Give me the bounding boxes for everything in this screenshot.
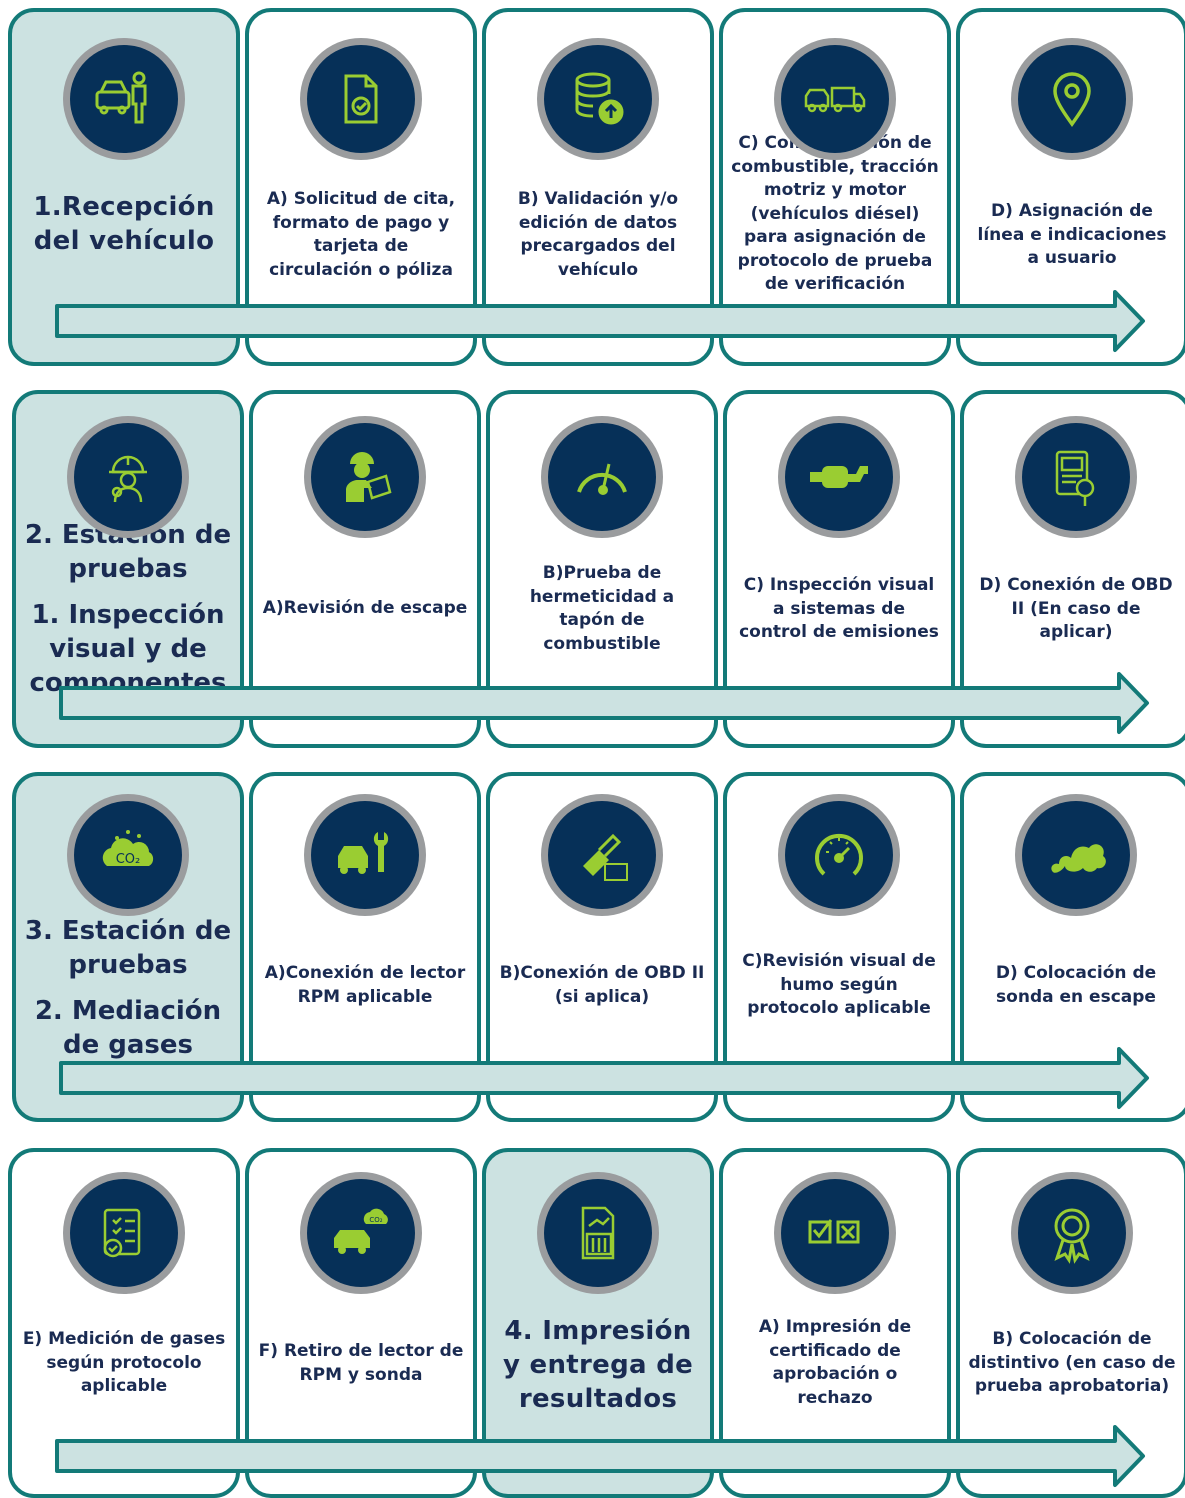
card-text: D) Asignación de línea e indicaciones a … [977,201,1167,268]
car-wrench-icon-wrap [304,794,426,916]
vehicles-icon-wrap [774,38,896,160]
scanner-icon [1055,450,1095,506]
card-certificado: A) Impresión de certificado de aprobació… [719,1148,951,1498]
gauge-icon [577,463,627,495]
report-chart-icon [581,1206,615,1260]
card-title: 1.Recepción del vehículo [33,192,215,256]
card-validacion-datos: B) Validación y/o edición de datos preca… [482,8,714,366]
card-text: A) Impresión de certificado de aprobació… [758,1317,912,1408]
location-pin-icon-wrap [1011,38,1133,160]
speedometer-icon [815,833,863,876]
report-chart-icon-wrap [537,1172,659,1294]
card-text: B)Conexión de OBD II (si aplica) [499,963,705,1007]
document-check-icon [344,74,378,124]
car-co2-icon-wrap: CO₂ [300,1172,422,1294]
database-upload-icon [575,72,624,125]
card-text: A) Solicitud de cita, formato de pago y … [266,189,456,280]
card-impresion-resultados: 4. Impresión y entrega de resultados [482,1148,714,1498]
inspector-icon-wrap [304,416,426,538]
fuel-nozzle-icon-wrap [541,794,663,916]
card-comprobacion: C) Comprobación de combustible, tracción… [719,8,951,366]
card-solicitud-cita: A) Solicitud de cita, formato de pago y … [245,8,477,366]
card-estacion-pruebas-1: 2. Estación de pruebas 1. Inspección vis… [12,390,244,748]
card-estacion-pruebas-2: CO₂ 3. Estación de pruebas 2. Mediación … [12,772,244,1122]
card-obd-si-aplica: B)Conexión de OBD II (si aplica) [486,772,718,1122]
co2-cloud-icon-wrap: CO₂ [67,794,189,916]
gauge-icon-wrap [541,416,663,538]
check-x-boxes-icon-wrap [774,1172,896,1294]
person-car-icon [95,71,147,124]
card-text: C) Inspección visual a sistemas de contr… [739,575,939,642]
card-recepcion: 1.Recepción del vehículo [8,8,240,366]
fuel-nozzle-icon [583,833,628,881]
check-x-boxes-icon [808,1219,860,1244]
smoke-icon-wrap [1015,794,1137,916]
card-text: E) Medición de gases según protocolo apl… [22,1329,226,1396]
card-text: A)Conexión de lector RPM aplicable [264,963,466,1007]
card-text: B) Validación y/o edición de datos preca… [517,189,679,280]
vehicles-icon [804,86,866,113]
card-subtitle: 2. Mediación de gases [34,996,222,1060]
card-text: F) Retiro de lector de RPM y sonda [258,1341,464,1385]
smoke-icon [1051,844,1106,873]
card-conexion-obd: D) Conexión de OBD II (En caso de aplica… [960,390,1185,748]
card-retiro-lector: CO₂ F) Retiro de lector de RPM y sonda [245,1148,477,1498]
svg-text:CO₂: CO₂ [116,852,141,867]
inspector-icon [346,452,392,502]
worker-icon-wrap [67,416,189,538]
card-text: C)Revisión visual de humo según protocol… [742,951,936,1018]
card-lector-rpm: A)Conexión de lector RPM aplicable [249,772,481,1122]
card-title: 4. Impresión y entrega de resultados [502,1316,694,1414]
checklist-icon-wrap [63,1172,185,1294]
location-pin-icon [1053,72,1091,127]
document-check-icon-wrap [300,38,422,160]
card-text: B)Prueba de hermeticidad a tapón de comb… [529,563,675,654]
person-car-icon-wrap [63,38,185,160]
exhaust-pipe-icon [810,466,868,488]
card-distintivo: B) Colocación de distintivo (en caso de … [956,1148,1185,1498]
card-control-emisiones: C) Inspección visual a sistemas de contr… [723,390,955,748]
co2-cloud-icon: CO₂ [102,830,154,867]
card-hermeticidad: B)Prueba de hermeticidad a tapón de comb… [486,390,718,748]
card-revision-humo: C)Revisión visual de humo según protocol… [723,772,955,1122]
car-wrench-icon [338,832,389,874]
card-medicion-gases: E) Medición de gases según protocolo apl… [8,1148,240,1498]
card-text: B) Colocación de distintivo (en caso de … [968,1329,1176,1396]
card-revision-escape: A)Revisión de escape [249,390,481,748]
card-asignacion-linea: D) Asignación de línea e indicaciones a … [956,8,1185,366]
worker-icon [109,455,147,503]
svg-text:CO₂: CO₂ [369,1216,382,1224]
scanner-icon-wrap [1015,416,1137,538]
speedometer-icon-wrap [778,794,900,916]
card-text: A)Revisión de escape [262,598,468,618]
card-sonda-escape: D) Colocación de sonda en escape [960,772,1185,1122]
card-text: D) Colocación de sonda en escape [995,963,1157,1007]
card-title: 3. Estación de pruebas [24,916,232,980]
checklist-icon [103,1208,141,1258]
exhaust-pipe-icon-wrap [778,416,900,538]
database-upload-icon-wrap [537,38,659,160]
car-co2-icon: CO₂ [334,1208,388,1254]
award-ribbon-icon [1054,1208,1090,1264]
card-text: D) Conexión de OBD II (En caso de aplica… [979,575,1173,642]
award-ribbon-icon-wrap [1011,1172,1133,1294]
card-subtitle: 1. Inspección visual y de componentes [29,600,227,698]
